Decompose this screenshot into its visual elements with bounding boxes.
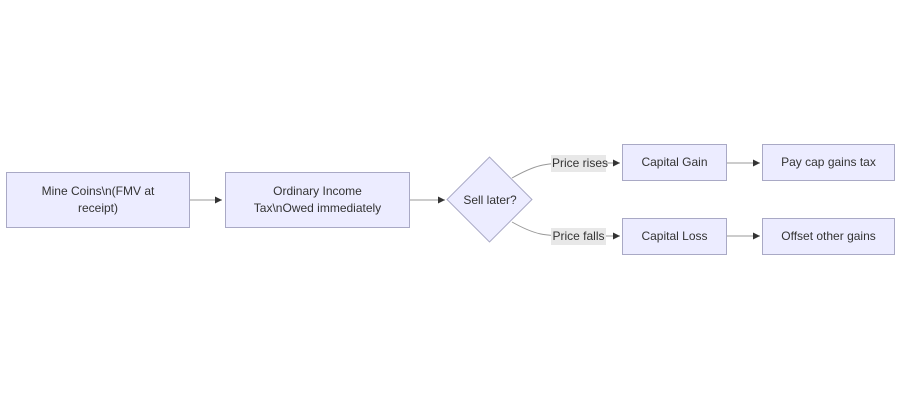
node-offset-other-gains-label: Offset other gains	[781, 229, 876, 243]
node-sell-later-label: Sell later?	[463, 193, 517, 207]
node-offset-other-gains: Offset other gains	[762, 218, 895, 255]
node-capital-gain-label: Capital Gain	[641, 155, 708, 169]
node-pay-cap-gains-tax: Pay cap gains tax	[762, 144, 895, 181]
node-mine-coins-line2: receipt)	[77, 201, 118, 215]
node-ordinary-income-line2: Tax\nOwed immediately	[253, 201, 382, 215]
node-mine-coins-line1: Mine Coins\n(FMV at	[41, 184, 155, 198]
node-pay-cap-gains-tax-label: Pay cap gains tax	[781, 155, 876, 169]
edge-label-price-rises: Price rises	[551, 155, 609, 172]
edge-label-price-falls: Price falls	[551, 228, 606, 245]
node-ordinary-income-line1: Ordinary Income	[273, 184, 362, 198]
node-ordinary-income-tax: Ordinary Income Tax\nOwed immediately	[225, 172, 410, 228]
node-capital-loss: Capital Loss	[622, 218, 727, 255]
node-capital-gain: Capital Gain	[622, 144, 727, 181]
node-mine-coins: Mine Coins\n(FMV at receipt)	[6, 172, 190, 228]
node-capital-loss-label: Capital Loss	[641, 229, 708, 243]
